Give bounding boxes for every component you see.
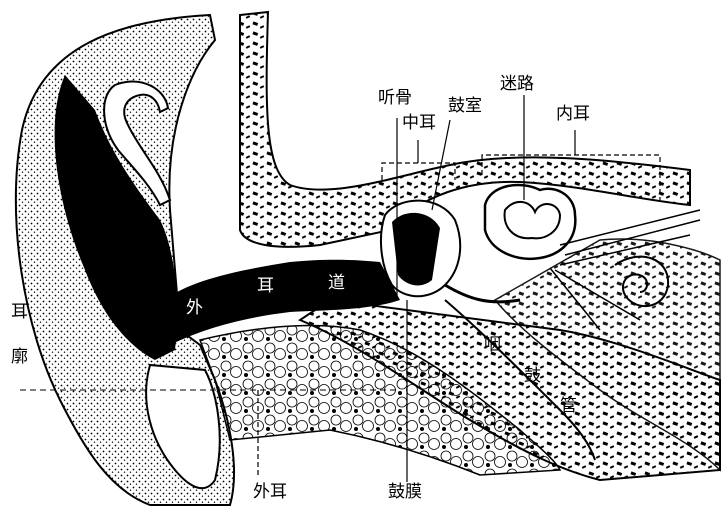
outer-ear-label: 外耳 bbox=[253, 484, 287, 501]
eustachian-label-2: 鼓 bbox=[524, 368, 541, 385]
ossicles-label: 听骨 bbox=[378, 90, 412, 107]
pinna-shape bbox=[16, 15, 234, 505]
tympanic-cavity-label: 鼓室 bbox=[448, 98, 482, 115]
eustachian-label-3: 管 bbox=[560, 398, 577, 415]
eustachian-label-1: 咽 bbox=[484, 337, 501, 354]
eardrum-label: 鼓膜 bbox=[388, 484, 422, 501]
inner-ear-label: 内耳 bbox=[556, 106, 590, 123]
ear-canal-label-2: 耳 bbox=[257, 278, 274, 295]
ear-canal-label-1: 外 bbox=[186, 300, 203, 317]
ear-canal-label-3: 道 bbox=[328, 275, 345, 292]
labyrinth-label: 迷路 bbox=[500, 76, 534, 93]
middle-ear-label: 中耳 bbox=[402, 115, 436, 132]
pinna-label: 耳廓 bbox=[8, 302, 25, 392]
